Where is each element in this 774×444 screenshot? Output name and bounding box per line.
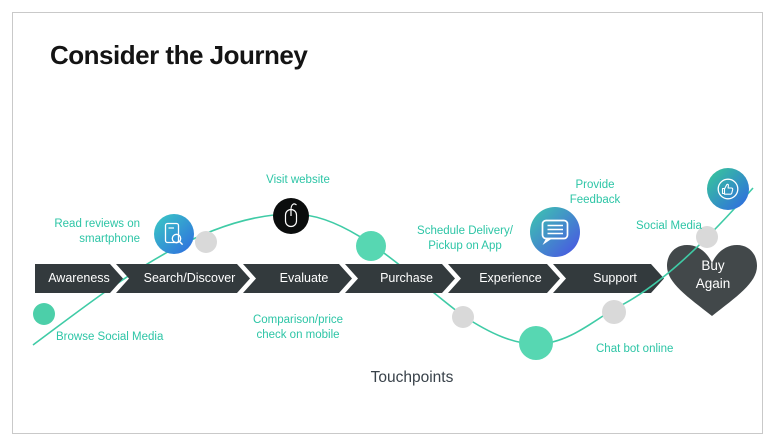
stage-label-buy-again: Buy Again	[695, 258, 731, 291]
stage-arrow-purchase	[345, 264, 455, 293]
annotation-provide-feedback: Provide Feedback	[569, 179, 621, 206]
stage-arrow-support	[553, 264, 664, 293]
stage-label-search-discover: Search/Discover	[143, 271, 236, 285]
stage-label-purchase: Purchase	[380, 271, 433, 285]
touchpoint-dots	[33, 226, 718, 360]
stage-label-support: Support	[593, 271, 637, 285]
buy-again-heart	[667, 245, 757, 316]
touchpoint-dot-browse-social	[33, 303, 55, 325]
stage-label-evaluate: Evaluate	[279, 271, 329, 285]
annotation-chat-bot: Chat bot online	[596, 343, 674, 355]
annotation-visit-website: Visit website	[266, 174, 330, 186]
stage-arrow-evaluate	[243, 264, 352, 293]
mouse-icon	[273, 198, 309, 234]
stage-arrow-awareness	[35, 264, 123, 293]
review-search-icon	[154, 214, 194, 254]
annotation-browse-social: Browse Social Media	[56, 331, 164, 343]
chat-bubble-icon	[530, 207, 580, 257]
annotation-read-reviews: Read reviews on smartphone	[54, 218, 140, 245]
touchpoint-dot-purchase	[452, 306, 474, 328]
thumbs-up-icon	[707, 168, 749, 210]
journey-stage-band	[35, 264, 664, 293]
stage-arrow-search-discover	[116, 264, 250, 293]
stage-arrow-experience	[448, 264, 560, 293]
stage-label-experience: Experience	[479, 271, 542, 285]
touchpoint-dot-comparison	[356, 231, 386, 261]
annotation-schedule-delivery: Schedule Delivery/ Pickup on App	[417, 225, 513, 252]
touchpoint-dot-social-media	[696, 226, 718, 248]
touchpoint-dot-search	[195, 231, 217, 253]
touchpoint-dot-chatbot	[519, 326, 553, 360]
annotation-social-media: Social Media	[636, 220, 702, 232]
touchpoint-dot-support	[602, 300, 626, 324]
page-title: Consider the Journey	[50, 40, 308, 70]
touchpoints-label: Touchpoints	[370, 369, 454, 386]
annotation-comparison-price: Comparison/price check on mobile	[252, 314, 344, 341]
slide-border	[12, 12, 763, 434]
stage-label-awareness: Awareness	[48, 271, 110, 285]
